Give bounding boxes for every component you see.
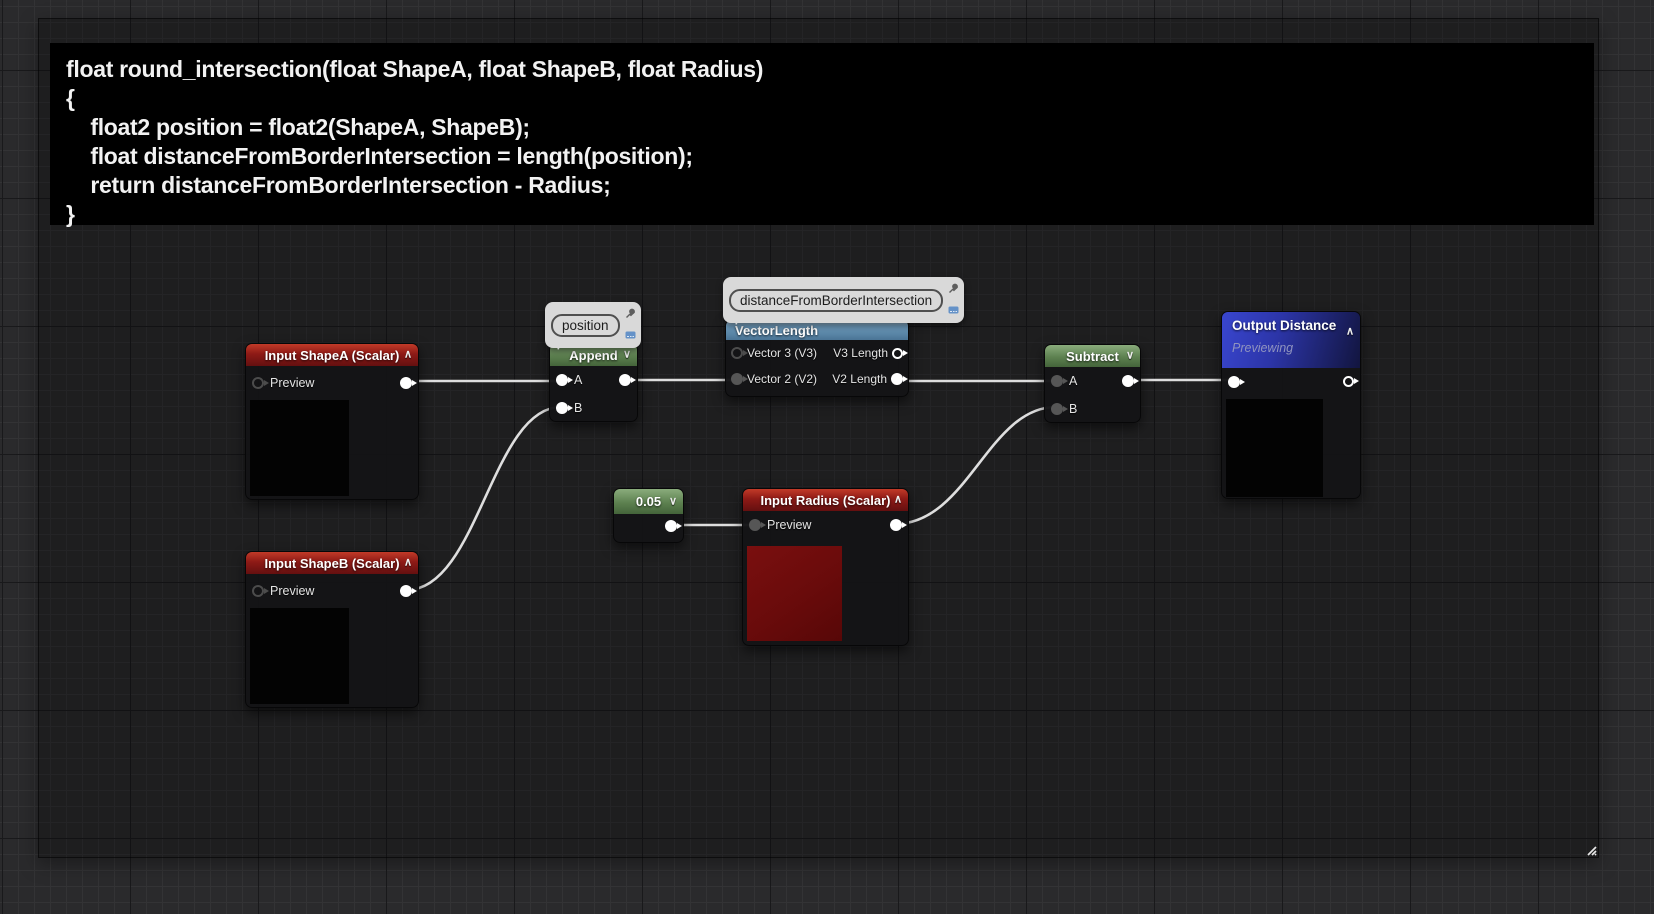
node-title: Input ShapeB (Scalar): [264, 555, 400, 571]
pin-label: Preview: [270, 584, 315, 598]
preview-quad: [250, 400, 349, 496]
node-title: VectorLength: [735, 322, 819, 338]
chevron-up-icon[interactable]: ∧: [403, 348, 412, 361]
pin-label: Preview: [767, 518, 812, 532]
chevron-down-icon[interactable]: ∨: [668, 495, 677, 507]
output-pin[interactable]: [619, 374, 636, 386]
preview-quad: [250, 608, 349, 704]
node-title: Subtract: [1066, 348, 1119, 364]
pin-label: Vector 2 (V2): [747, 372, 818, 386]
code-comment-text: float round_intersection(float ShapeA, f…: [50, 43, 1594, 229]
input-pin-preview[interactable]: [252, 377, 269, 389]
output-pin[interactable]: [890, 519, 907, 531]
node-header[interactable]: Output Distance Previewing ∧: [1222, 312, 1360, 368]
bubble-visibility-icon[interactable]: [948, 301, 959, 319]
output-pin-v3-length[interactable]: [892, 347, 908, 359]
input-pin-preview[interactable]: [749, 519, 766, 531]
input-pin-b[interactable]: [556, 402, 573, 414]
output-pin[interactable]: [400, 585, 417, 597]
input-pin-vector2[interactable]: [731, 373, 748, 385]
pin-label: Vector 3 (V3): [747, 346, 818, 360]
pin-label: A: [1069, 374, 1078, 388]
node-title: Input Radius (Scalar): [760, 492, 891, 508]
code-line: float2 position = float2(ShapeA, ShapeB)…: [66, 114, 530, 140]
pin-label: V2 Length: [832, 372, 887, 386]
node-input-shape-a[interactable]: Input ShapeA (Scalar) ∧ Preview: [245, 343, 419, 500]
chevron-down-icon[interactable]: ∨: [622, 348, 631, 361]
code-comment-block[interactable]: float round_intersection(float ShapeA, f…: [50, 43, 1594, 227]
node-constant-005[interactable]: 0.05 ∨: [613, 488, 684, 543]
node-header[interactable]: Input Radius (Scalar) ∧: [743, 489, 908, 511]
pin-label: Preview: [270, 376, 315, 390]
node-header[interactable]: Input ShapeA (Scalar) ∧: [246, 344, 418, 366]
comment-bubble-distance[interactable]: distanceFromBorderIntersection: [723, 277, 965, 325]
pushpin-icon[interactable]: [625, 306, 636, 324]
input-pin-vector3[interactable]: [731, 347, 748, 359]
input-pin-a[interactable]: [1051, 375, 1068, 387]
chevron-up-icon[interactable]: ∧: [893, 493, 902, 506]
wire-radius-to-subtract-b[interactable]: [894, 405, 1057, 526]
node-header[interactable]: Append ∨: [550, 344, 637, 366]
input-pin-preview[interactable]: [252, 585, 269, 597]
node-header[interactable]: Subtract ∨: [1045, 345, 1140, 367]
node-header[interactable]: Input ShapeB (Scalar) ∧: [246, 552, 418, 574]
bubble-visibility-icon[interactable]: [625, 326, 636, 344]
output-pin[interactable]: [1343, 376, 1359, 387]
output-pin-v2-length[interactable]: [891, 373, 908, 385]
preview-quad: [1226, 399, 1323, 497]
output-pin[interactable]: [665, 520, 682, 532]
output-pin[interactable]: [1122, 375, 1139, 387]
code-line: }: [66, 201, 75, 227]
node-append[interactable]: Append ∨ A B: [549, 343, 638, 422]
wire-shapeb-to-append-b[interactable]: [406, 405, 562, 592]
chevron-up-icon[interactable]: ∧: [1345, 325, 1354, 338]
code-line: float distanceFromBorderIntersection = l…: [66, 143, 693, 169]
node-title: Output Distance: [1232, 318, 1337, 333]
pushpin-icon[interactable]: [948, 281, 959, 299]
input-pin-a[interactable]: [556, 374, 573, 386]
node-output-distance[interactable]: Output Distance Previewing ∧: [1221, 311, 1361, 499]
preview-quad-red: [747, 546, 842, 641]
code-line: return distanceFromBorderIntersection - …: [66, 172, 611, 198]
node-input-shape-b[interactable]: Input ShapeB (Scalar) ∧ Preview: [245, 551, 419, 708]
resize-handle-icon[interactable]: [1582, 841, 1597, 856]
node-title: Input ShapeA (Scalar): [264, 347, 400, 363]
node-header[interactable]: VectorLength: [726, 320, 908, 340]
comment-bubble-position[interactable]: position: [545, 302, 641, 350]
node-vector-length[interactable]: VectorLength Vector 3 (V3) V3 Length Vec…: [725, 319, 909, 397]
bubble-text: position: [551, 313, 620, 337]
node-value: 0.05: [635, 494, 662, 509]
node-subtitle: Previewing: [1232, 341, 1294, 355]
output-pin[interactable]: [400, 377, 417, 389]
pin-label: B: [574, 401, 583, 415]
input-pin-b[interactable]: [1051, 403, 1068, 415]
pin-label: V3 Length: [833, 346, 888, 360]
pin-label: B: [1069, 402, 1078, 416]
node-subtract[interactable]: Subtract ∨ A B: [1044, 344, 1141, 423]
code-line: float round_intersection(float ShapeA, f…: [66, 56, 764, 82]
node-header[interactable]: 0.05 ∨: [614, 489, 683, 514]
chevron-up-icon[interactable]: ∧: [403, 556, 412, 569]
bubble-text: distanceFromBorderIntersection: [729, 288, 944, 312]
code-line: {: [66, 85, 75, 111]
pin-label: A: [574, 373, 583, 387]
node-input-radius[interactable]: Input Radius (Scalar) ∧ Preview: [742, 488, 909, 646]
input-pin[interactable]: [1228, 375, 1245, 388]
node-title: Append: [569, 347, 618, 363]
chevron-down-icon[interactable]: ∨: [1125, 349, 1134, 362]
